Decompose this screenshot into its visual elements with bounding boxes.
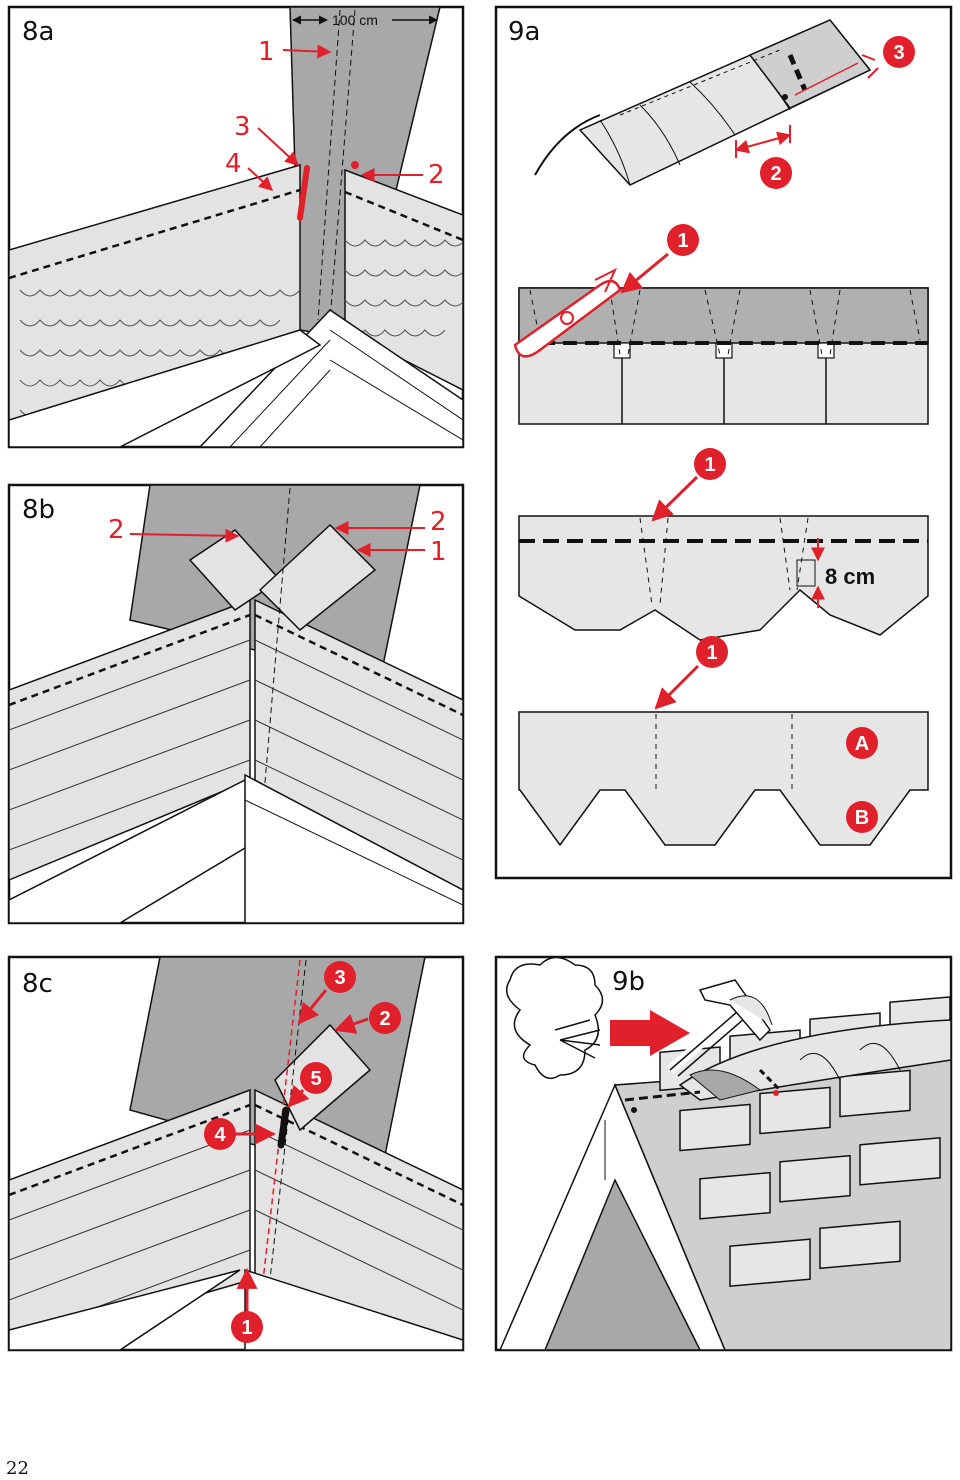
panel-8b: 8b 2 2 1 <box>7 483 465 925</box>
variant-badge-a: A <box>846 727 878 759</box>
callout-badge-4: 4 <box>204 1118 277 1150</box>
svg-text:B: B <box>855 807 869 829</box>
callout-badge-1: 1 <box>651 448 726 522</box>
shingle-strip-cut <box>518 287 929 425</box>
dimension-100cm: 100 cm <box>332 12 378 28</box>
callout-badge-1: 1 <box>231 1267 263 1343</box>
hammer-icon <box>666 979 773 1077</box>
callout-2-left: 2 <box>108 515 125 545</box>
page-number: 22 <box>6 1458 29 1479</box>
callout-badge-1: 1 <box>654 636 728 710</box>
utility-knife-icon <box>513 267 622 358</box>
svg-text:2: 2 <box>379 1008 390 1030</box>
ridge-cap-row <box>534 19 879 186</box>
callout-badge-2: 2 <box>334 1002 401 1034</box>
callout-2-right: 2 <box>430 507 447 537</box>
shingle-hex: 8 cm <box>518 515 929 641</box>
dimension-8cm: 8 cm <box>825 564 875 589</box>
svg-text:5: 5 <box>310 1068 321 1090</box>
callout-4: 4 <box>225 149 242 179</box>
callout-1: 1 <box>258 37 275 67</box>
svg-text:3: 3 <box>893 42 904 64</box>
shingle-trapezoid <box>518 711 929 847</box>
svg-text:1: 1 <box>704 454 715 476</box>
svg-text:1: 1 <box>706 642 717 664</box>
svg-text:1: 1 <box>241 1317 252 1339</box>
panel-label-9b: 9b <box>612 967 645 997</box>
panel-label-8c: 8c <box>22 969 53 999</box>
svg-text:4: 4 <box>214 1124 226 1146</box>
svg-text:1: 1 <box>677 230 688 252</box>
panel-8a: 100 cm 8a 1 2 3 4 <box>7 5 465 449</box>
right-roof-shingles <box>344 168 463 391</box>
panel-9b: 9b <box>494 955 953 1352</box>
svg-text:A: A <box>855 733 869 755</box>
callout-badge-2: 2 <box>760 157 792 189</box>
panel-label-8a: 8a <box>22 17 54 47</box>
callout-badge-3: 3 <box>883 36 915 68</box>
panel-label-9a: 9a <box>508 17 540 47</box>
callout-badge-5: 5 <box>287 1062 332 1108</box>
callout-badge-3: 3 <box>297 961 356 1025</box>
svg-text:2: 2 <box>770 163 781 185</box>
panel-8c: 8c 1 2 3 4 5 <box>7 955 465 1352</box>
callout-3: 3 <box>234 112 251 142</box>
svg-text:3: 3 <box>334 967 345 989</box>
panel-9a: 9a 2 3 <box>494 5 953 880</box>
variant-badge-b: B <box>846 801 878 833</box>
panel-label-8b: 8b <box>22 495 55 525</box>
direction-arrow-icon <box>610 1010 690 1056</box>
callout-badge-1: 1 <box>620 224 699 294</box>
callout-1: 1 <box>430 537 447 567</box>
callout-2: 2 <box>428 160 445 190</box>
wind-cloud-icon <box>505 956 604 1080</box>
